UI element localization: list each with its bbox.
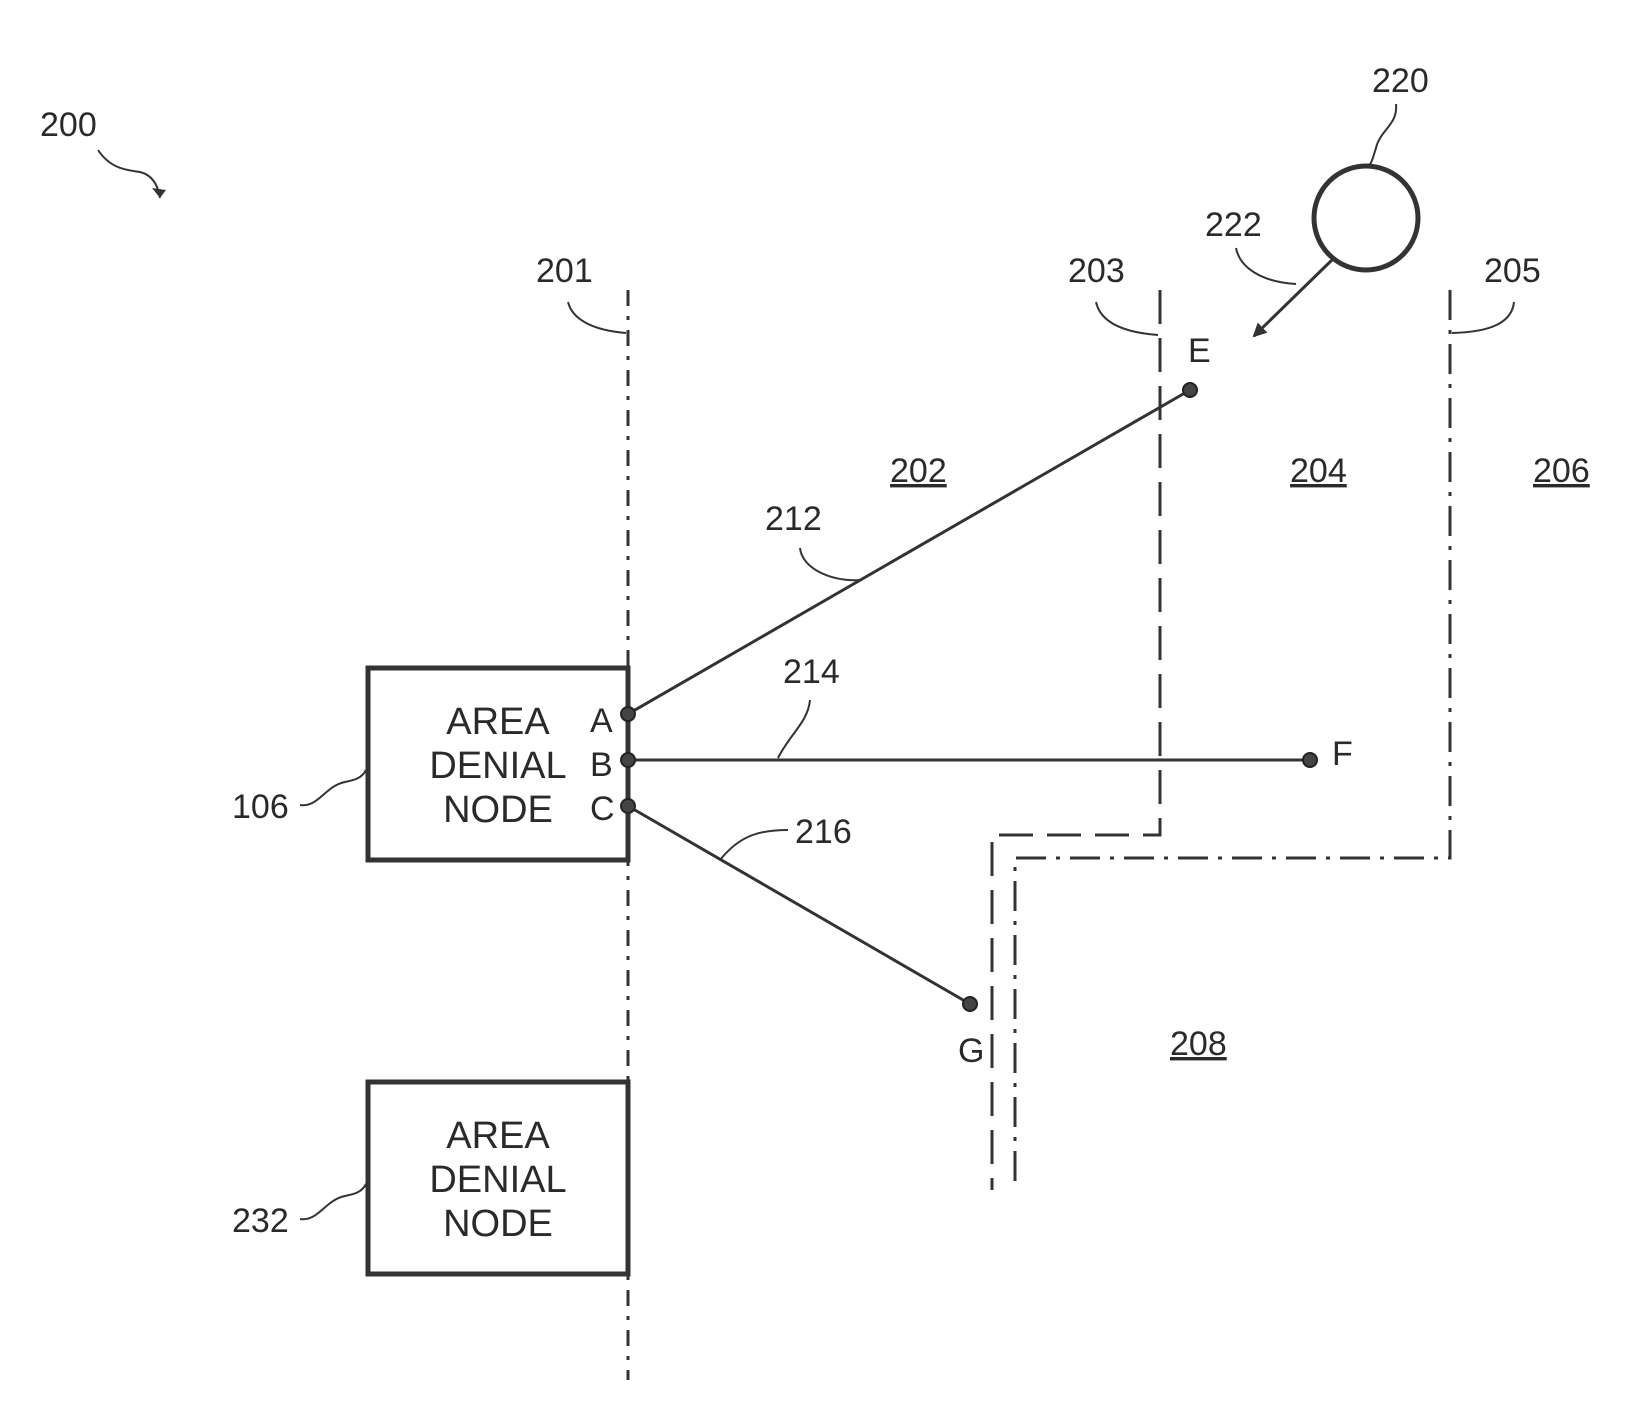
node-232-line-3: NODE: [443, 1203, 553, 1245]
zone-206-label: 206: [1533, 452, 1590, 490]
boundary-205-label: 205: [1484, 252, 1541, 290]
zone-204-label: 204: [1290, 452, 1347, 490]
link-212-leader: [800, 548, 862, 580]
port-c-point: [621, 799, 635, 813]
endpoint-f-point: [1303, 753, 1317, 767]
boundary-201-leader: [568, 302, 626, 333]
figure-number-leader: [98, 150, 160, 198]
port-a-label: A: [590, 702, 613, 740]
node-106-ref: 106: [232, 788, 289, 826]
zone-202-label: 202: [890, 452, 947, 490]
node-106-line-2: DENIAL: [429, 745, 566, 787]
boundary-205-leader: [1452, 302, 1514, 333]
boundary-205-line: [1015, 290, 1450, 1190]
target-220-circle: [1314, 166, 1418, 270]
boundary-203-leader: [1096, 302, 1158, 335]
endpoint-f-label: F: [1332, 735, 1353, 773]
node-106-line-1: AREA: [446, 701, 550, 743]
link-216-leader: [720, 830, 788, 860]
direction-222-label: 222: [1205, 206, 1262, 244]
endpoint-g-label: G: [958, 1032, 984, 1070]
node-106-leader: [300, 770, 366, 805]
endpoint-e-point: [1183, 383, 1197, 397]
target-220-label: 220: [1372, 62, 1429, 100]
port-c-label: C: [590, 790, 615, 828]
node-232-ref: 232: [232, 1202, 289, 1240]
port-b-label: B: [590, 746, 613, 784]
link-216-label: 216: [795, 813, 852, 851]
endpoint-g-point: [963, 997, 977, 1011]
node-232-leader: [300, 1184, 366, 1219]
link-212-label: 212: [765, 500, 822, 538]
node-232-line-2: DENIAL: [429, 1159, 566, 1201]
port-b-point: [621, 753, 635, 767]
node-232-line-1: AREA: [446, 1115, 550, 1157]
zone-208-label: 208: [1170, 1025, 1227, 1063]
direction-222-leader: [1236, 248, 1296, 284]
link-214-label: 214: [783, 653, 840, 691]
area-denial-node-106: AREA DENIAL NODE: [368, 668, 628, 860]
port-a-point: [621, 707, 635, 721]
area-denial-node-232: AREA DENIAL NODE: [368, 1082, 628, 1274]
boundary-203-line: [992, 290, 1160, 1190]
direction-222-arrow: [1254, 258, 1334, 336]
target-220-leader: [1366, 104, 1396, 166]
figure-number: 200: [40, 106, 97, 144]
boundary-201-label: 201: [536, 252, 593, 290]
endpoint-e-label: E: [1188, 332, 1211, 370]
node-106-line-3: NODE: [443, 789, 553, 831]
link-214-leader: [778, 700, 810, 758]
figure-number-arrow: [152, 188, 166, 198]
boundary-203-label: 203: [1068, 252, 1125, 290]
link-212: [628, 390, 1190, 714]
